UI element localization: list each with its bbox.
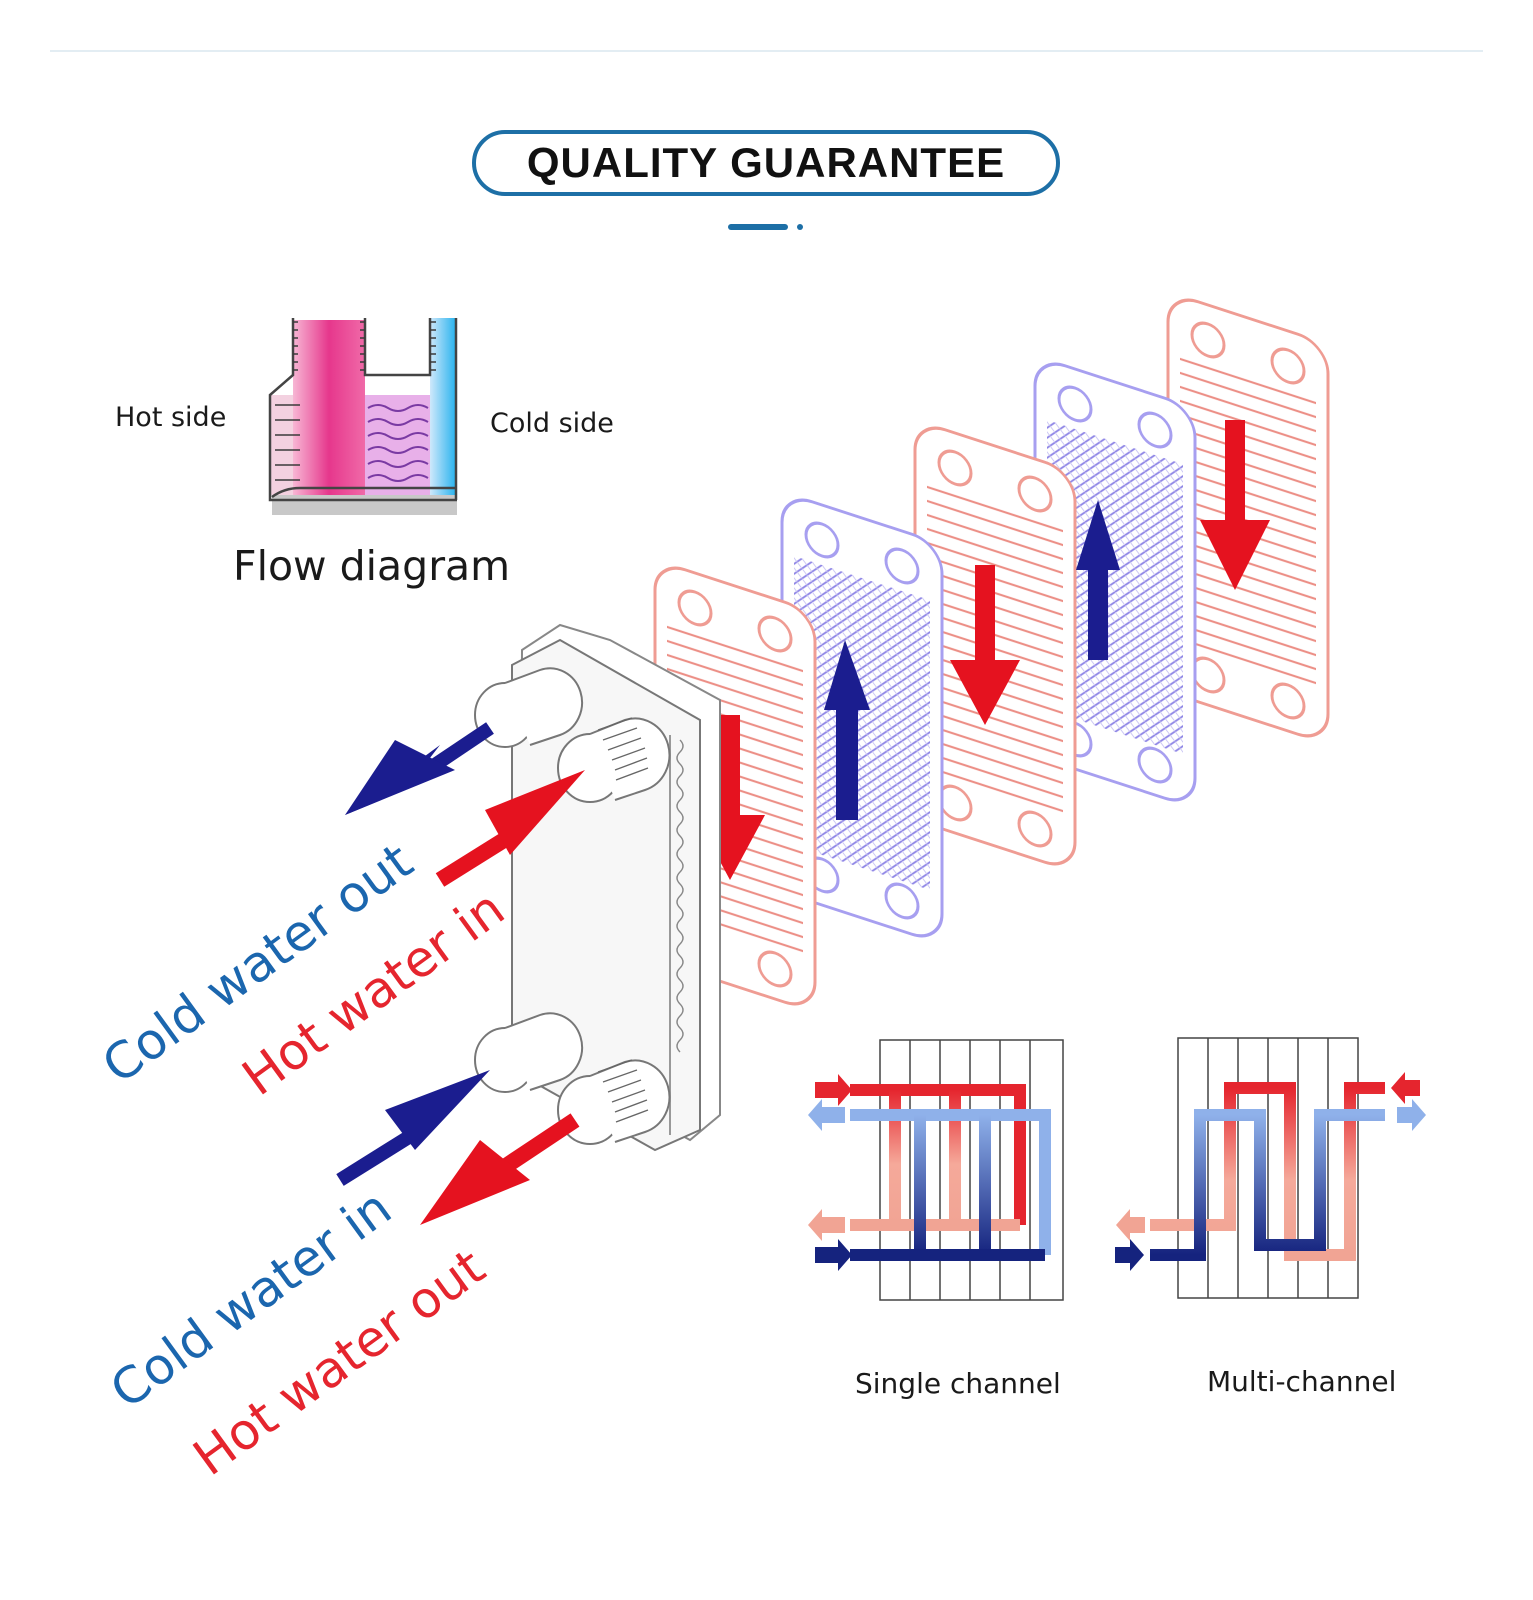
multi-channel-label: Multi-channel [1207, 1365, 1397, 1398]
page-title: QUALITY GUARANTEE [526, 139, 1006, 186]
cold-side-label: Cold side [490, 408, 614, 439]
single-channel-diagram [808, 1039, 1064, 1301]
top-divider [50, 50, 1483, 52]
title-underline-dot [797, 224, 803, 230]
flow-diagram-graphic [268, 318, 458, 515]
single-channel-label: Single channel [855, 1367, 1061, 1400]
multi-channel-diagram [1115, 1037, 1426, 1299]
hot-side-label: Hot side [115, 402, 227, 433]
front-frame [474, 623, 721, 1152]
flow-diagram-caption: Flow diagram [233, 542, 511, 590]
plate-cold-3 [780, 498, 944, 938]
title-underline [728, 224, 788, 230]
port-arrows [336, 722, 585, 1225]
title-badge: QUALITY GUARANTEE [472, 130, 1060, 196]
